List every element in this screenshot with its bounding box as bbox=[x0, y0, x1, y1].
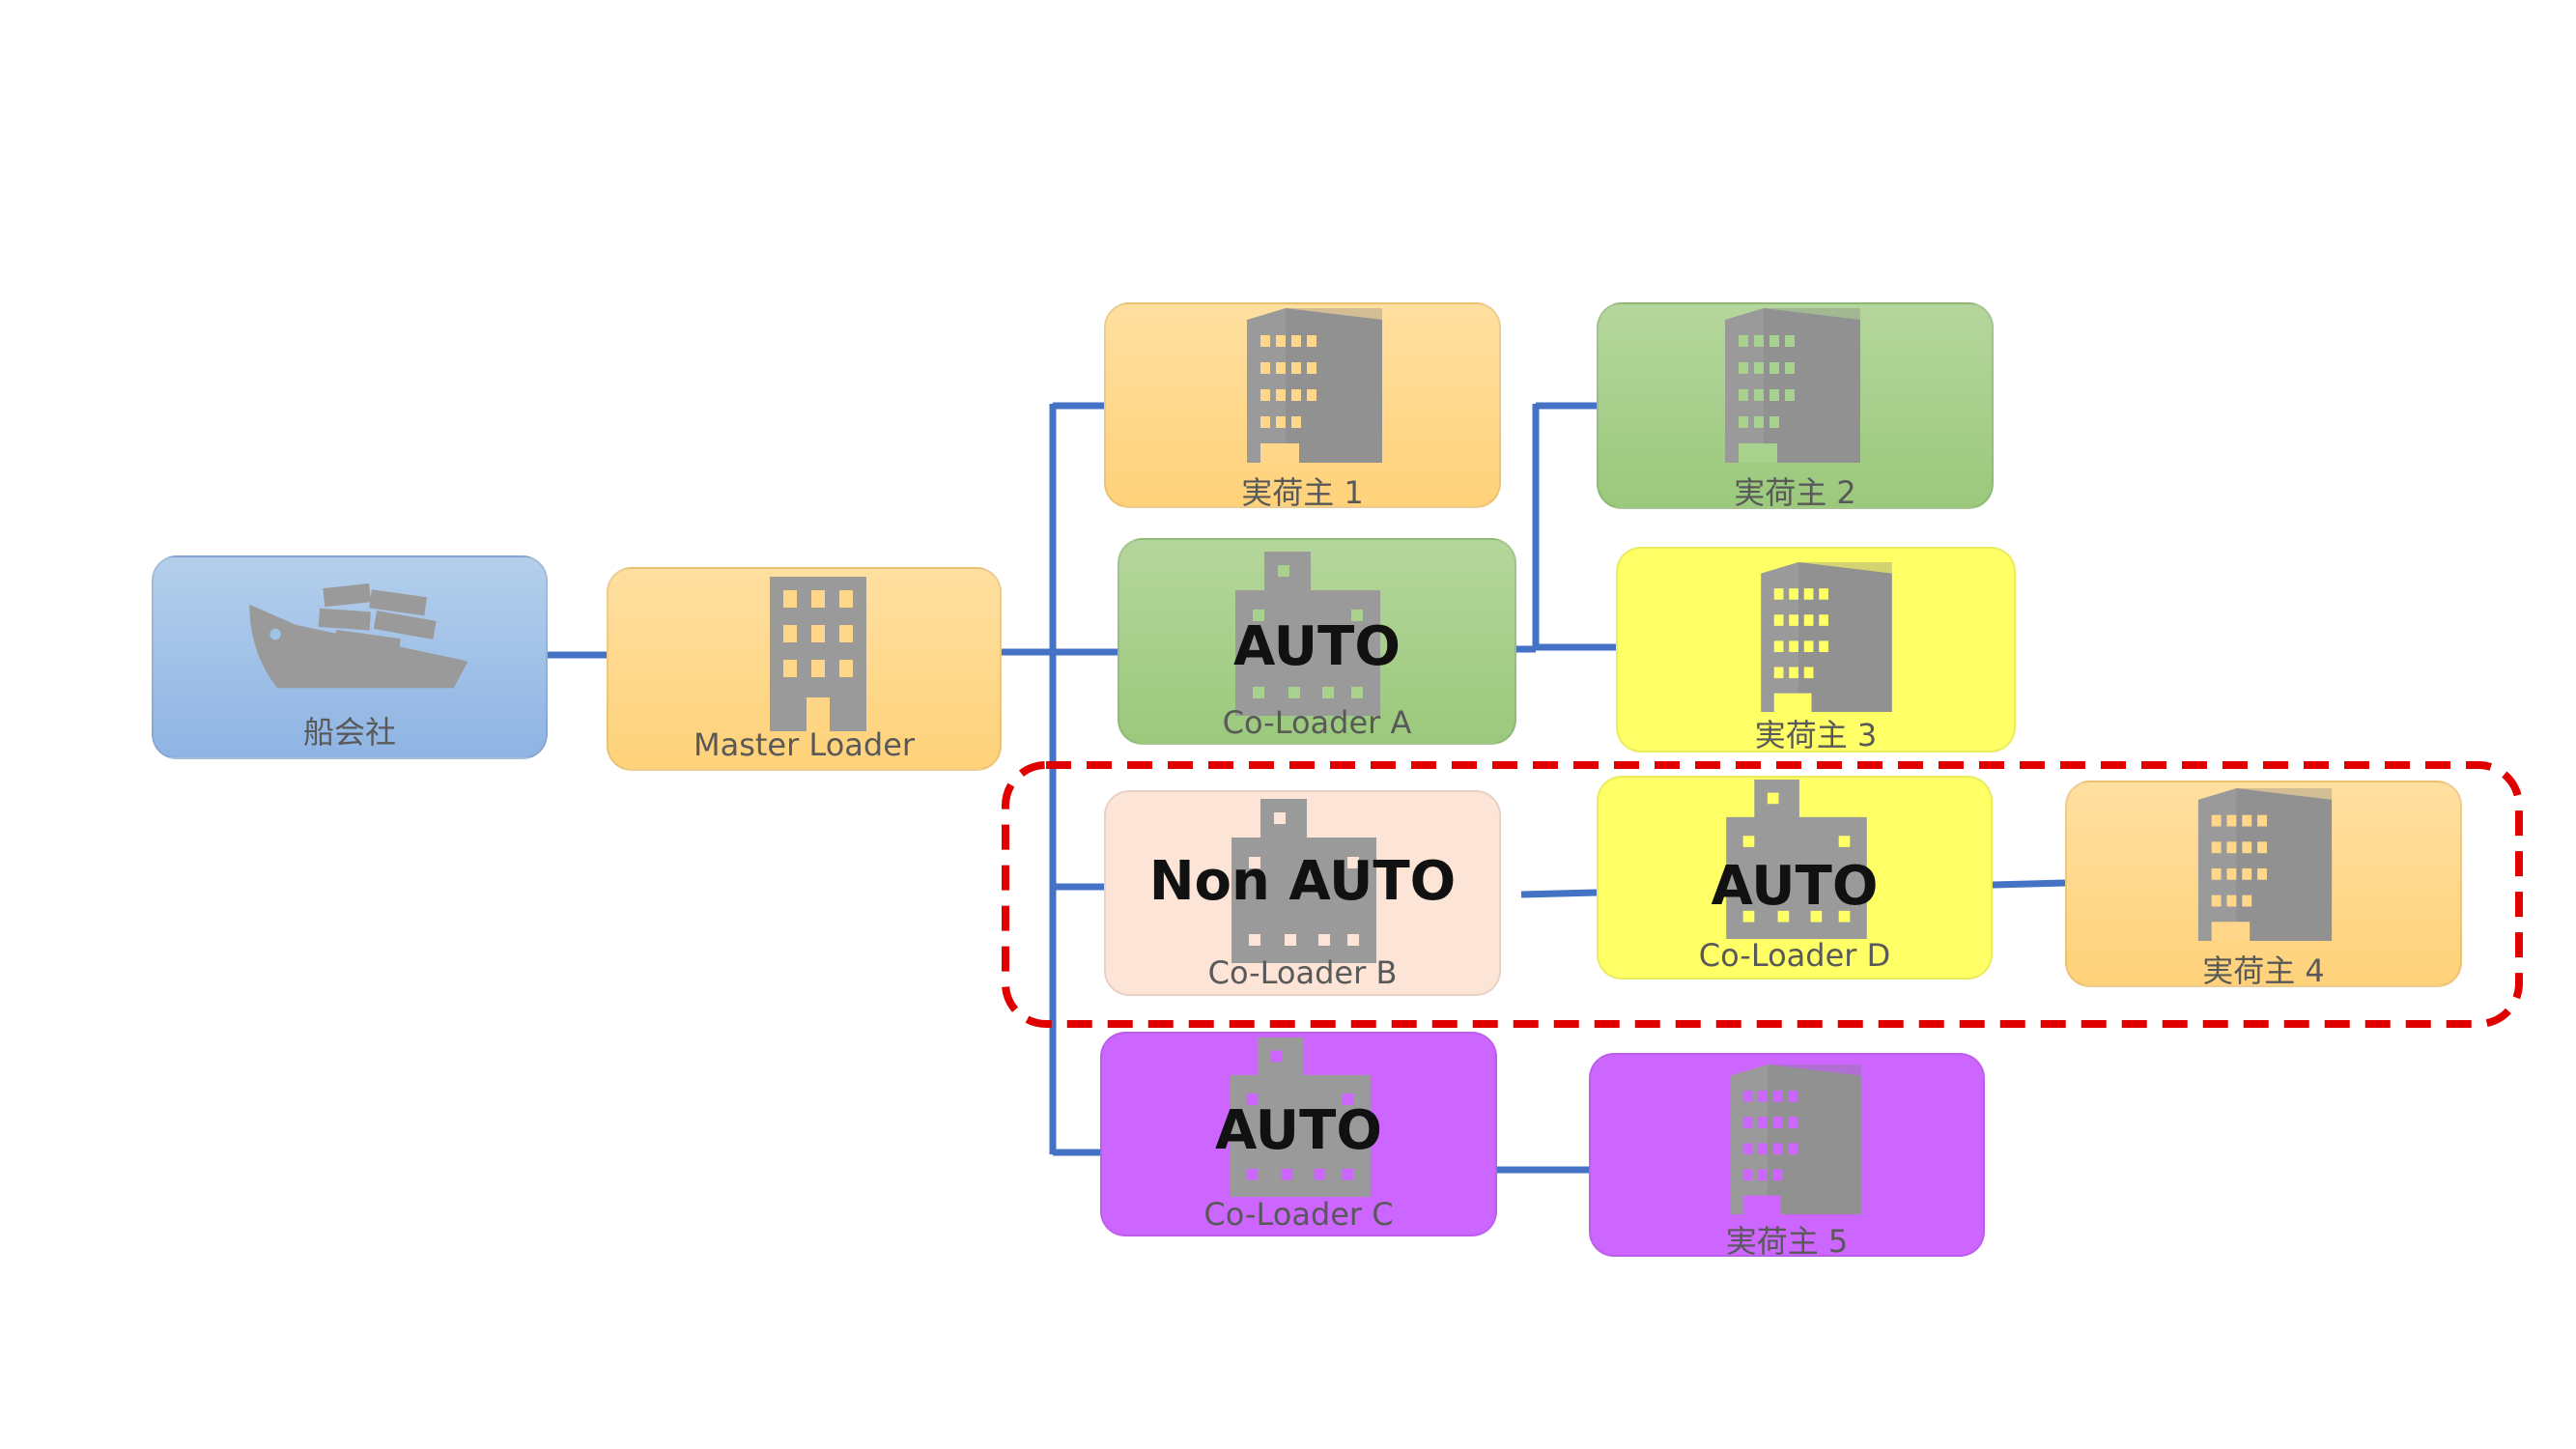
node-shipper-1-label: 実荷主 1 bbox=[1241, 474, 1364, 508]
node-co-loader-c: AUTO Co-Loader C bbox=[1100, 1032, 1497, 1236]
office-building-icon bbox=[1730, 1065, 1861, 1214]
office-building-icon bbox=[2197, 788, 2333, 941]
building-icon bbox=[1235, 552, 1380, 716]
building-icon bbox=[770, 577, 866, 731]
node-co-loader-b: Non AUTO Co-Loader B bbox=[1104, 790, 1501, 996]
office-building-icon bbox=[1761, 562, 1892, 712]
node-co-loader-d: AUTO Co-Loader D bbox=[1597, 776, 1993, 980]
connector-co-loader-d-shipper-4 bbox=[1992, 879, 2066, 889]
node-shipper-3: 実荷主 3 bbox=[1616, 547, 2016, 753]
building-icon bbox=[1230, 1037, 1371, 1197]
node-co-loader-d-tag: AUTO bbox=[1711, 855, 1879, 918]
node-shipper-4: 実荷主 4 bbox=[2065, 781, 2462, 987]
node-shipper-3-label: 実荷主 3 bbox=[1754, 717, 1878, 753]
node-shipper-5-label: 実荷主 5 bbox=[1725, 1223, 1849, 1257]
connector-co-loader-b-d bbox=[1520, 889, 1598, 898]
node-shipper-2: 実荷主 2 bbox=[1597, 302, 1994, 509]
node-shipper-4-label: 実荷主 4 bbox=[2202, 952, 2325, 987]
node-shipper-5: 実荷主 5 bbox=[1589, 1053, 1985, 1257]
office-building-icon bbox=[1247, 308, 1382, 463]
node-co-loader-a-label: Co-Loader A bbox=[1222, 704, 1412, 741]
office-building-icon bbox=[1725, 308, 1860, 463]
node-shipper-1: 実荷主 1 bbox=[1104, 302, 1501, 508]
ship-icon bbox=[249, 583, 468, 689]
node-co-loader-a: AUTO Co-Loader A bbox=[1118, 538, 1516, 745]
node-co-loader-b-label: Co-Loader B bbox=[1207, 954, 1398, 991]
node-co-loader-d-label: Co-Loader D bbox=[1698, 937, 1891, 974]
node-carrier-label: 船会社 bbox=[302, 714, 396, 751]
node-shipper-2-label: 実荷主 2 bbox=[1734, 474, 1856, 509]
node-co-loader-b-tag: Non AUTO bbox=[1148, 850, 1457, 913]
node-carrier: 船会社 bbox=[152, 555, 548, 759]
node-master-loader: Master Loader bbox=[607, 567, 1002, 771]
node-co-loader-c-label: Co-Loader C bbox=[1203, 1196, 1394, 1233]
node-master-loader-label: Master Loader bbox=[693, 726, 916, 763]
node-co-loader-c-tag: AUTO bbox=[1215, 1099, 1382, 1162]
node-co-loader-a-tag: AUTO bbox=[1233, 615, 1401, 678]
